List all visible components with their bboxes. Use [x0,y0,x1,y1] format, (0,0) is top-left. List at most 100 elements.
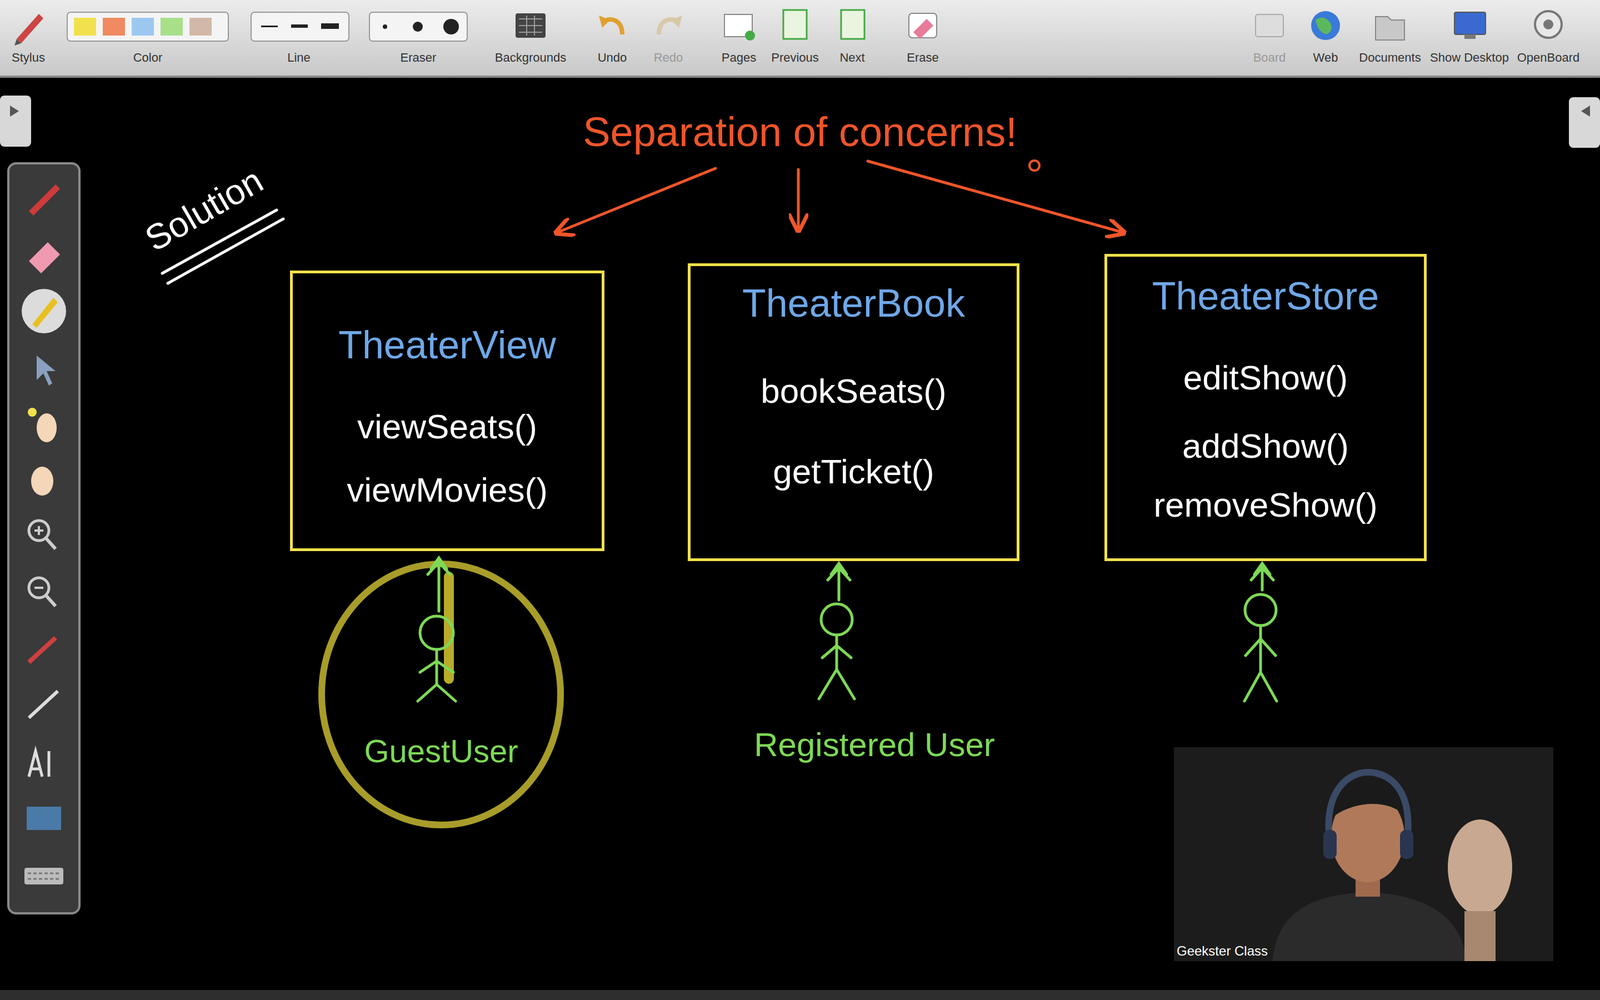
toolbar-label: Documents [1358,50,1421,65]
toolbar-label: Show Desktop [1430,50,1509,65]
method-name: getTicket() [772,451,935,492]
board-shape [73,17,97,36]
board-shape [36,355,56,386]
board-shape [28,184,60,216]
board-shape [1245,594,1277,626]
method-name: viewMovies() [346,470,548,510]
board-shape [27,407,37,417]
side-tab [1568,97,1600,148]
side-tab [0,95,32,147]
board-shape [518,15,543,36]
class-box: TheaterView viewSeats() viewMovies() [290,270,605,552]
board-shape [34,586,44,589]
toolbar-label: Next [839,50,865,65]
board-shape [1581,105,1590,117]
board-shape [412,21,423,32]
board-shape [1323,830,1337,859]
toolbar-label: Line [287,50,311,65]
method-name: bookSeats() [760,371,947,411]
board-shape [189,17,212,36]
toolbar-label: Web [1313,50,1339,65]
toolbar-label: Erase [906,50,939,65]
board-shape [913,18,934,39]
title-text: Separation of concerns! [582,108,1018,156]
board-shape [16,13,44,44]
toolbar-label: Color [133,50,163,65]
class-box: TheaterStoreeditShow()addShow()removeSho… [1104,253,1427,562]
board-shape [34,526,44,535]
board-shape [0,75,1600,78]
class-name: TheaterBook [742,281,965,327]
board-shape [26,806,62,830]
board-shape [1400,830,1414,859]
board-shape [420,616,454,650]
class-name: TheaterStore [1152,273,1380,319]
guest-highlight [321,563,561,825]
heading-note: Solution [138,160,270,260]
board-shape [1173,747,1554,962]
toolbar-label: Stylus [11,50,45,65]
board-shape [1328,772,1409,845]
board-shape [1543,19,1554,30]
board-shape [821,603,853,635]
board-shape [1311,11,1340,40]
board-shape [36,413,57,443]
class-box: TheaterBook bookSeats() getTicket() [687,263,1020,562]
toolbar-label: Board [1253,50,1287,65]
board-shape [28,637,56,663]
toolbar-label: Undo [597,50,628,65]
board-shape [1251,563,1274,590]
board-shape [0,0,1600,77]
toolbar-label: Redo [653,50,684,65]
webcam-caption: Geekster Class [1176,943,1268,959]
class-name: TheaterView [338,322,557,368]
board-shape [14,38,22,46]
actor-label: Registered User [753,725,995,764]
board-shape [1375,16,1405,40]
board-shape [515,13,546,38]
board-shape [783,10,807,39]
board-shape [24,867,64,885]
board-shape [32,297,58,328]
board-shape [131,17,154,36]
board-shape [27,873,60,879]
board-shape [867,161,1123,233]
board-shape [28,242,60,274]
tool-panel [8,163,80,914]
status-strip [0,990,1600,1000]
webcam-overlay [1173,747,1554,962]
board-shape [1255,14,1284,37]
board-shape [321,23,339,29]
board-shape [1272,892,1467,962]
board-shape [1535,11,1562,38]
toolbar-label: Pages [721,50,757,65]
board-shape [1464,34,1476,39]
board-shape [417,649,456,702]
toolbar-label: Eraser [400,50,437,65]
board-shape [10,105,19,117]
board-shape [28,691,58,718]
board-shape [427,557,450,612]
toolbar-label: Previous [771,50,819,65]
method-name: viewSeats() [357,406,538,447]
stick-figures [417,557,1277,702]
board-shape [1454,12,1486,35]
board-shape [321,563,561,825]
method-name: removeShow() [1153,485,1378,525]
board-shape [827,563,850,600]
actor-label: GuestUser [363,732,518,770]
board-shape [31,466,54,496]
board-shape [67,12,229,42]
toolbar-label: OpenBoard [1517,50,1580,65]
board-shape [28,751,49,777]
method-name: editShow() [1183,357,1348,398]
board-shape [671,15,683,28]
toolbar [0,0,1600,78]
board-shape [8,163,80,914]
board-shape [261,25,278,28]
board-shape [1464,911,1496,962]
board-shape [45,595,56,607]
board-shape [443,18,459,35]
board-shape [21,288,67,334]
